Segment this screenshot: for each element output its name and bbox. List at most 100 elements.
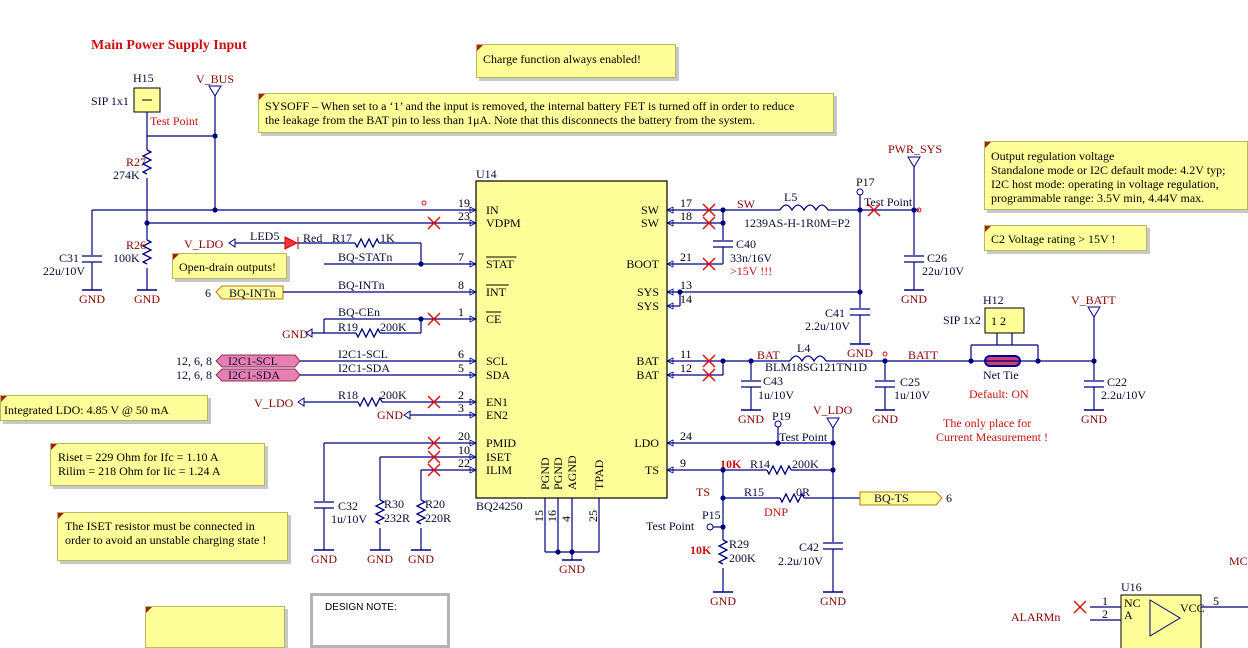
ic-pin-number: 1 <box>458 305 464 319</box>
r17-resistor[interactable] <box>354 237 380 249</box>
led5-value: Red <box>303 231 322 245</box>
h12-connector[interactable] <box>984 307 1025 334</box>
ic-pin-name: ILIM <box>486 463 512 477</box>
vldo-label-3: V_LDO <box>813 403 853 417</box>
junction <box>720 524 726 530</box>
gnd-label: GND <box>134 292 160 306</box>
r18-resistor[interactable] <box>357 396 383 408</box>
mc-label: MC <box>1229 554 1248 568</box>
c40-note: >15V !!! <box>730 264 772 278</box>
ic-ref: U14 <box>476 167 497 181</box>
p15-testpoint[interactable] <box>706 523 714 531</box>
l4-ferrite[interactable] <box>789 355 827 363</box>
in-probe <box>421 200 427 206</box>
note-regulation-line4: programmable range: 3.5V min, 4.44V max. <box>991 191 1205 205</box>
h12-ref: H12 <box>983 293 1004 307</box>
gnd-label: GND <box>872 412 898 426</box>
vldo-arrow-2 <box>297 397 305 407</box>
l5-inductor[interactable] <box>779 204 829 212</box>
sda-net-label: I2C1-SDA <box>338 361 390 375</box>
led5-diode[interactable] <box>284 236 299 250</box>
only-place-1: The only place for <box>943 416 1031 430</box>
ts-net-label: TS <box>696 485 710 499</box>
junction <box>720 207 726 213</box>
ic-pin-name: SYS <box>637 285 659 299</box>
junction <box>418 316 424 322</box>
ic-pin-number: 3 <box>458 401 464 415</box>
c43-ref: C43 <box>763 374 783 388</box>
ic-u14[interactable]: U14 BQ24250 <box>475 167 668 513</box>
r20-ref: R20 <box>425 497 445 511</box>
c40-ref: C40 <box>736 237 756 251</box>
r14-resistor[interactable] <box>766 464 792 476</box>
ic-pin-number: 20 <box>458 429 470 443</box>
scl-sheet-ref: 12, 6, 8 <box>176 354 212 368</box>
ic-pin-name: PGND <box>538 457 552 490</box>
ic-pin-name: BAT <box>636 368 659 382</box>
bq-intn-port-label: BQ-INTn <box>229 286 276 300</box>
vbatt-label: V_BATT <box>1071 293 1116 307</box>
c40-value: 33n/16V <box>730 251 772 265</box>
r20-resistor[interactable] <box>415 499 427 525</box>
l4-value: BLM18SG121TN1D <box>765 360 867 374</box>
bat12-nc-mark <box>702 368 716 382</box>
ic-pin-name: IN <box>486 203 499 217</box>
ce-net-label: BQ-CEn <box>338 305 380 319</box>
note-open-drain-text: Open-drain outputs! <box>179 260 276 274</box>
u16-body[interactable] <box>1120 594 1202 648</box>
r27-resistor[interactable] <box>141 149 153 175</box>
ic-pin-number: 17 <box>680 196 692 210</box>
alarmn-label: ALARMn <box>1011 610 1060 624</box>
i2c-scl-port-label: I2C1-SCL <box>228 354 278 368</box>
gnd-label: GND <box>367 552 393 566</box>
ic-pin-number: 15 <box>532 510 546 522</box>
ic-pin-name: TPAD <box>592 459 606 490</box>
r30-resistor[interactable] <box>374 499 386 525</box>
r17-value: 1K <box>380 231 395 245</box>
sw18-nc-mark <box>702 216 716 230</box>
p17-nc-mark <box>867 203 881 217</box>
u16-nc: NC <box>1124 596 1141 610</box>
p17-testpoint-label: Test Point <box>864 195 913 209</box>
note-ldo-text: Integrated LDO: 4.85 V @ 50 mA <box>4 403 169 417</box>
bq-ts-port[interactable] <box>859 491 943 506</box>
r14-ref: R14 <box>750 457 770 471</box>
r19-resistor[interactable] <box>355 327 381 339</box>
vldo-arrow-3 <box>826 417 840 429</box>
c26-ref: C26 <box>927 251 947 265</box>
ts-sheet-ref: 6 <box>946 491 952 505</box>
r29-resistor[interactable] <box>717 539 729 565</box>
r30-value: 232R <box>384 511 410 525</box>
h12-pins: 1 2 <box>991 314 1006 328</box>
p17-testpoint[interactable] <box>856 188 864 196</box>
u16-vcc: VCC <box>1180 601 1205 615</box>
section-title: Main Power Supply Input <box>91 38 247 53</box>
junction <box>830 440 836 446</box>
r27-value: 274K <box>113 168 140 182</box>
junction <box>968 358 974 364</box>
sda-sheet-ref: 12, 6, 8 <box>176 368 212 382</box>
ic-body[interactable] <box>475 180 668 499</box>
c25-ref: C25 <box>900 375 920 389</box>
net-tie-label: Net Tie <box>983 368 1019 382</box>
r19-gnd: GND <box>282 327 308 341</box>
u16-ref: U16 <box>1121 580 1142 594</box>
ic-pin-name: AGND <box>565 455 579 490</box>
intn-sheet-ref: 6 <box>205 286 211 300</box>
iset-nc-mark <box>427 450 441 464</box>
ic-pin-name: STAT <box>486 257 514 271</box>
r30-ref: R30 <box>384 497 404 511</box>
l5-value: 1239AS-H-1R0M=P2 <box>744 216 850 230</box>
ic-pin-number: 19 <box>458 196 470 210</box>
note-c2-text: C2 Voltage rating > 15V ! <box>991 232 1116 246</box>
r26-resistor[interactable] <box>141 239 153 265</box>
r20-value: 220R <box>425 511 451 525</box>
vldo-label-1: V_LDO <box>184 237 224 251</box>
c25-value: 1u/10V <box>894 388 930 402</box>
r15-resistor[interactable] <box>779 492 805 504</box>
p19-ref: P19 <box>772 409 791 423</box>
ic-pin-number: 22 <box>458 456 470 470</box>
ic-pin-name: SW <box>641 216 660 230</box>
ic-pin-name: SCL <box>486 354 508 368</box>
